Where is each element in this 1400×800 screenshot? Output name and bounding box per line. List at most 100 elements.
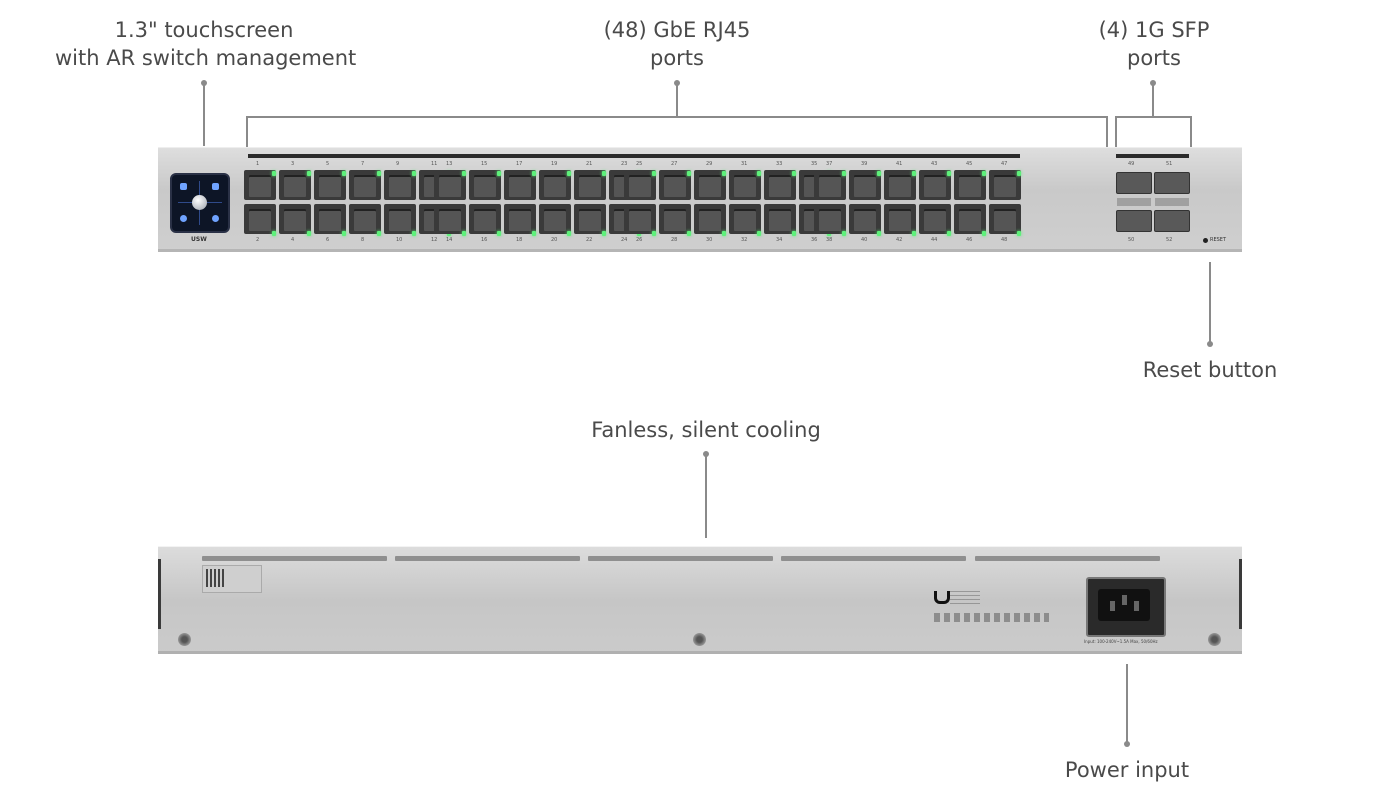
port-number-top: 15 [481, 161, 488, 167]
link-led [272, 231, 276, 236]
touchscreen-callout: 1.3" touchscreen with AR switch manageme… [55, 16, 356, 72]
rj45-port[interactable] [384, 170, 416, 200]
rj45-callout-line [676, 83, 678, 117]
port-number-bottom: 22 [586, 237, 593, 243]
power-input-socket[interactable] [1086, 577, 1166, 637]
rj45-port[interactable] [314, 204, 346, 234]
sfp-port[interactable] [1154, 172, 1190, 194]
link-led [342, 231, 346, 236]
port-number-bottom: 18 [516, 237, 523, 243]
link-led [377, 231, 381, 236]
rj45-bracket [246, 116, 1108, 148]
rj45-callout-line1: (48) GbE RJ45 [603, 18, 751, 42]
screw-icon [693, 633, 706, 646]
rj45-port[interactable] [469, 170, 501, 200]
rj45-port[interactable] [659, 204, 691, 234]
sfp-port[interactable] [1116, 172, 1152, 194]
sfp-number-top: 51 [1166, 161, 1173, 167]
port-number-top: 1 [256, 161, 260, 167]
port-number-top: 39 [861, 161, 868, 167]
link-led [272, 171, 276, 176]
rj45-port[interactable] [434, 204, 466, 234]
port-number-top: 25 [636, 161, 643, 167]
rj45-port[interactable] [884, 170, 916, 200]
rj45-port[interactable] [279, 204, 311, 234]
link-led [377, 171, 381, 176]
rj45-port[interactable] [349, 170, 381, 200]
rj45-port[interactable] [729, 170, 761, 200]
rj45-port[interactable] [919, 204, 951, 234]
port-number-bottom: 24 [621, 237, 628, 243]
rj45-port[interactable] [694, 170, 726, 200]
sfp-callout-line2: ports [1127, 46, 1181, 70]
touchscreen-display[interactable] [170, 173, 230, 233]
screw-icon [178, 633, 191, 646]
sfp-callout: (4) 1G SFP ports [1084, 16, 1224, 72]
port-number-bottom: 48 [1001, 237, 1008, 243]
reset-label: RESET [1210, 237, 1227, 243]
sfp-port[interactable] [1116, 210, 1152, 232]
rj45-port[interactable] [434, 170, 466, 200]
sfp-number-bottom: 50 [1128, 237, 1135, 243]
rj45-port[interactable] [574, 170, 606, 200]
rj45-port[interactable] [469, 204, 501, 234]
rj45-port[interactable] [919, 170, 951, 200]
link-led [567, 231, 571, 236]
rj45-port[interactable] [244, 170, 276, 200]
port-number-bottom: 10 [396, 237, 403, 243]
port-number-bottom: 46 [966, 237, 973, 243]
sfp-number-bottom: 52 [1166, 237, 1173, 243]
rj45-port[interactable] [504, 204, 536, 234]
rj45-port[interactable] [624, 204, 656, 234]
port-number-bottom: 38 [826, 237, 833, 243]
rj45-port[interactable] [279, 170, 311, 200]
rj45-port[interactable] [764, 170, 796, 200]
link-led [307, 171, 311, 176]
rj45-port[interactable] [764, 204, 796, 234]
port-number-top: 23 [621, 161, 628, 167]
port-number-top: 3 [291, 161, 295, 167]
rj45-port[interactable] [814, 204, 846, 234]
rj45-port[interactable] [849, 204, 881, 234]
sfp-latch [1117, 198, 1151, 206]
link-led [497, 171, 501, 176]
rj45-port[interactable] [574, 204, 606, 234]
reset-callout-label: Reset button [1142, 358, 1278, 382]
rj45-port[interactable] [989, 204, 1021, 234]
link-led [412, 231, 416, 236]
rj45-port[interactable] [349, 204, 381, 234]
link-led [912, 231, 916, 236]
link-led [1017, 171, 1021, 176]
sfp-latch [1155, 198, 1189, 206]
rj45-port[interactable] [624, 170, 656, 200]
rj45-port[interactable] [314, 170, 346, 200]
rj45-port[interactable] [384, 204, 416, 234]
vent-slot [202, 556, 387, 561]
rj45-port[interactable] [954, 204, 986, 234]
rj45-port[interactable] [954, 170, 986, 200]
link-led [307, 231, 311, 236]
port-number-bottom: 30 [706, 237, 713, 243]
rj45-port[interactable] [729, 204, 761, 234]
port-number-bottom: 42 [896, 237, 903, 243]
rj45-port[interactable] [539, 170, 571, 200]
rj45-port[interactable] [694, 204, 726, 234]
vent-slot [395, 556, 580, 561]
sfp-port[interactable] [1154, 210, 1190, 232]
rj45-port[interactable] [539, 204, 571, 234]
rj45-port[interactable] [504, 170, 536, 200]
link-led [342, 171, 346, 176]
rj45-port[interactable] [989, 170, 1021, 200]
sfp-number-top: 49 [1128, 161, 1135, 167]
reset-button[interactable] [1203, 238, 1208, 243]
port-number-top: 13 [446, 161, 453, 167]
rj45-port[interactable] [814, 170, 846, 200]
port-number-bottom: 44 [931, 237, 938, 243]
rj45-port[interactable] [884, 204, 916, 234]
link-led [877, 231, 881, 236]
screen-info-icon [180, 215, 187, 222]
rj45-port[interactable] [659, 170, 691, 200]
link-led [602, 231, 606, 236]
rj45-port[interactable] [849, 170, 881, 200]
rj45-port[interactable] [244, 204, 276, 234]
